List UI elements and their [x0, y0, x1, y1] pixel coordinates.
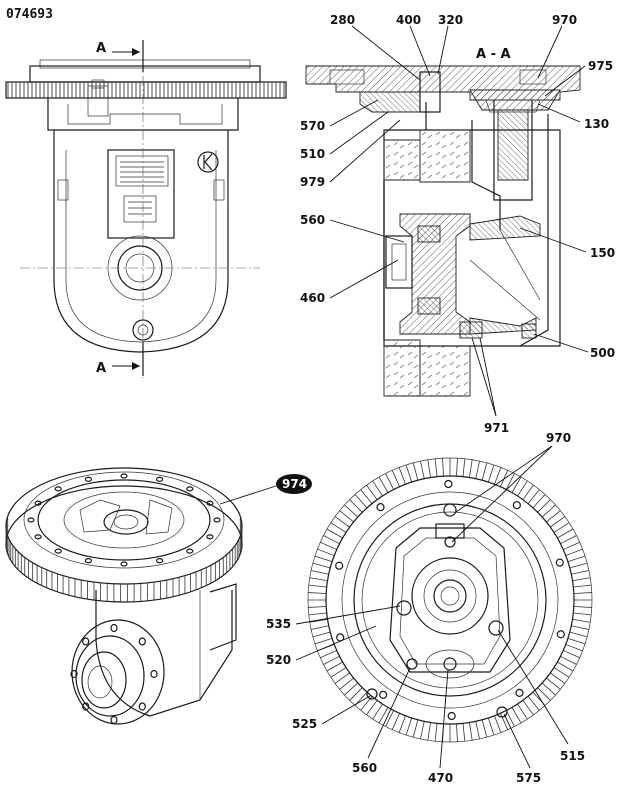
callout-970-bottom: 970	[546, 431, 571, 445]
callout-560-top: 560	[300, 213, 325, 227]
callout-970-top: 970	[552, 13, 577, 27]
section-marker-top: A	[96, 41, 106, 56]
section-view-a-a: A - A	[305, 47, 581, 397]
callout-470: 470	[428, 771, 453, 785]
callout-979: 979	[300, 175, 325, 189]
callout-570: 570	[300, 119, 325, 133]
callout-575: 575	[516, 771, 541, 785]
callout-971: 971	[484, 421, 509, 435]
callout-525: 525	[292, 717, 317, 731]
callout-280: 280	[330, 13, 355, 27]
gear-teeth-side	[5, 81, 287, 99]
top-view	[307, 457, 593, 743]
callout-130: 130	[584, 117, 609, 131]
callout-974: 974	[282, 477, 307, 491]
section-title: A - A	[476, 47, 511, 62]
callout-974-badge: 974	[276, 474, 312, 494]
document-number: 074693	[6, 7, 53, 22]
callout-460: 460	[300, 291, 325, 305]
isometric-view	[5, 467, 243, 725]
callout-560-bottom: 560	[352, 761, 377, 775]
plate-lines	[120, 161, 164, 183]
section-marker-bottom: A	[96, 361, 106, 376]
callout-leaders	[219, 25, 589, 769]
callout-515: 515	[560, 749, 585, 763]
brand-logo-icon	[197, 151, 219, 173]
callout-975: 975	[588, 59, 613, 73]
callout-400: 400	[396, 13, 421, 27]
callout-150: 150	[590, 246, 615, 260]
callout-535: 535	[266, 617, 291, 631]
front-view: A A	[5, 40, 287, 378]
callout-520: 520	[266, 653, 291, 667]
callout-320: 320	[438, 13, 463, 27]
callout-500: 500	[590, 346, 615, 360]
callout-510: 510	[300, 147, 325, 161]
